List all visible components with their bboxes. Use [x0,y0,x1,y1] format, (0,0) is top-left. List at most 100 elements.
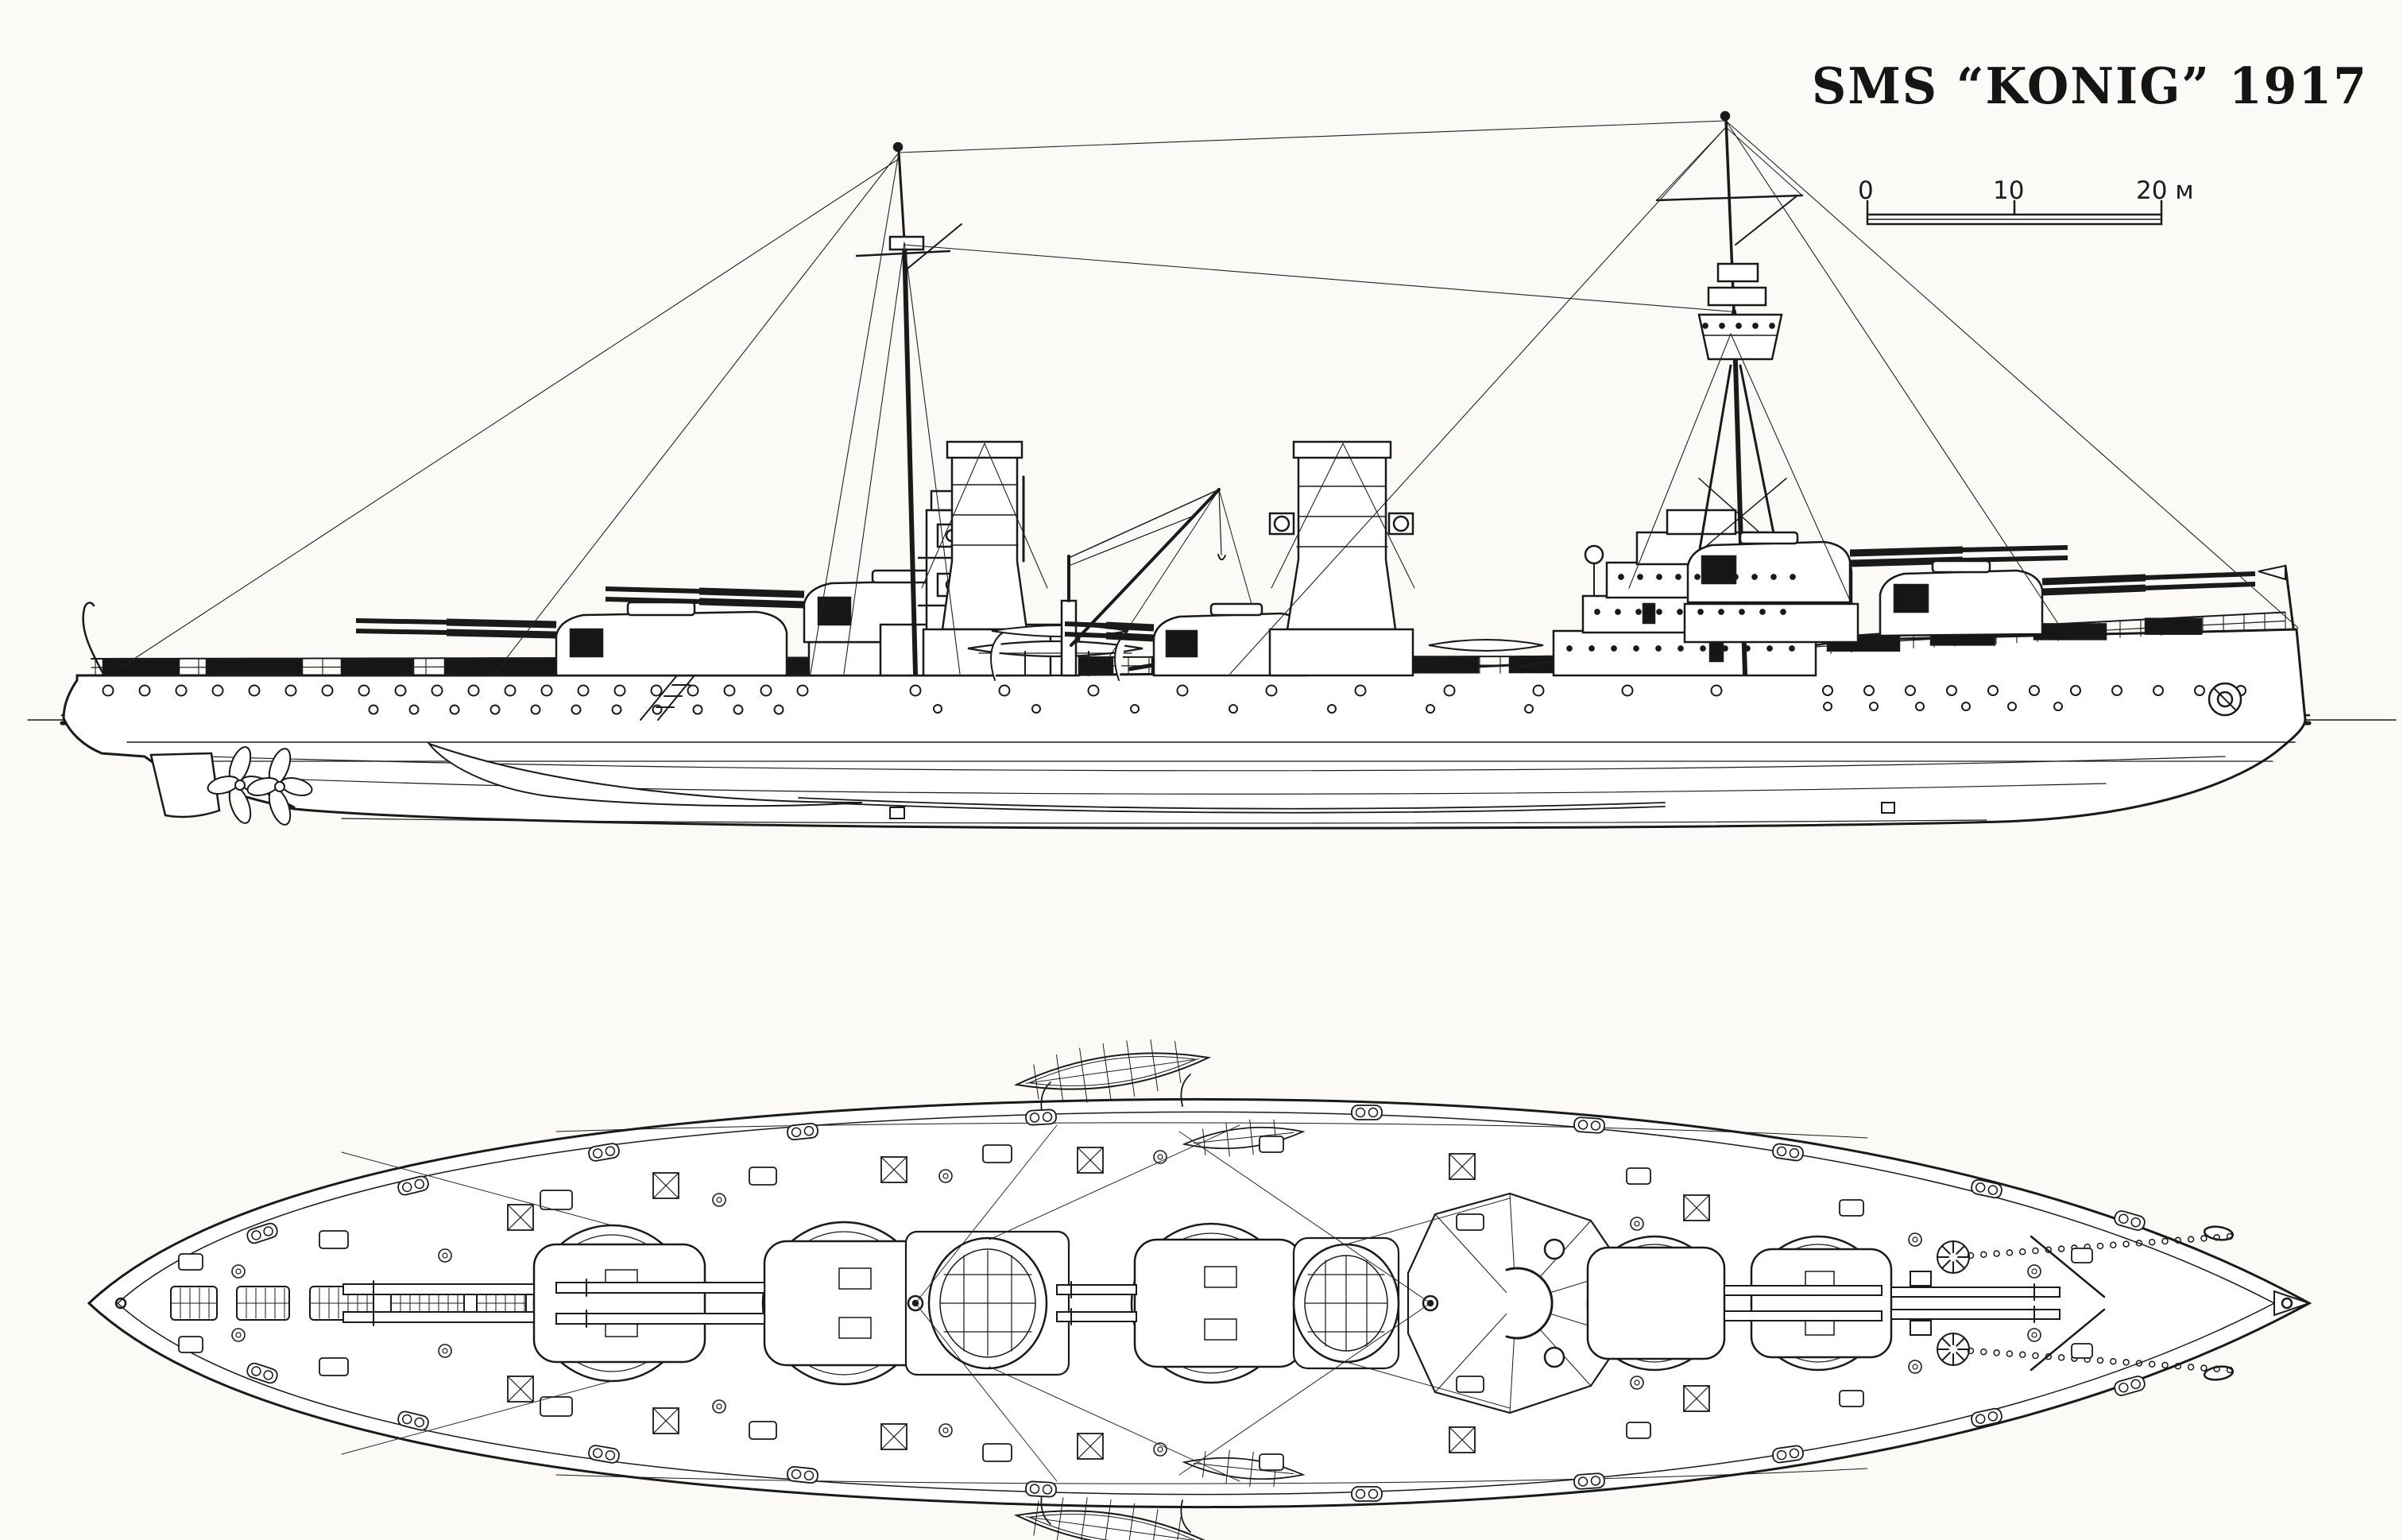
deck-hatch [749,1167,777,1186]
ladder-rail [657,675,695,721]
anchor-chain-link [1967,1252,1975,1259]
scale-label-20: 20 м [2136,176,2194,205]
bollard-pair [397,1175,429,1196]
plan-waterway-line [555,1122,1868,1139]
searchlight [1273,515,1290,532]
bollard-base [1971,1407,2002,1428]
gun-barrel [446,629,557,639]
window-dot [1722,645,1728,652]
bollard [1975,1414,1986,1424]
bollard-pair [1573,1472,1605,1490]
scale-label-10: 10 [1993,176,2025,205]
turret-a-forward [1879,559,2256,637]
anchor-chain-link [1993,1349,2000,1356]
gun-barrel [698,598,805,609]
bollard-base [1351,1105,1383,1120]
gun-barrel [1849,546,1964,557]
boat-crane [1060,488,1272,677]
bollard [592,1448,603,1458]
window-dot [1633,645,1639,652]
bollard [605,1146,616,1156]
mushroom-vent [2031,1332,2037,1338]
aft-funnel-body [941,455,1028,631]
hull-seam-lower [238,776,2107,795]
gun-barrel [698,587,805,598]
deck-hatch [319,1230,349,1249]
anchor-ring [2216,691,2234,708]
rigging-stay [904,244,1732,312]
forward-gun-barrels-plan [1724,1283,2061,1323]
anchor-chain-link [1980,1251,1987,1259]
window-dot [1780,609,1786,615]
fore-funnel-base-house [1268,628,1414,677]
turret-a-rangefinder [1931,559,1991,574]
bollard-pair [588,1445,620,1464]
bollard [1355,1107,1366,1118]
window-dot [1739,609,1745,615]
gun-barrel-plan [1056,1284,1137,1295]
gun-barrel-plan [1724,1285,1883,1296]
turret-q-sight-port [1165,629,1198,658]
hatch-x [652,1172,679,1199]
hatch-x [1077,1147,1104,1174]
anchor-chain-link [2110,1357,2117,1365]
turret-b-superfiring-forward [1683,531,2068,644]
turret-q-plan [1056,1222,1303,1384]
window-dot [1594,609,1600,615]
window-dot [1770,574,1777,580]
anchor-chain-link [2006,1350,2014,1357]
fore-funnel-cap [1292,440,1392,459]
hull-inlet-grille [1881,802,1895,814]
roof-hatch [1204,1318,1237,1341]
underwater-hull-lines [126,741,2296,824]
window-dot [1611,645,1617,652]
window-dot [1618,574,1624,580]
hatch-x [507,1376,534,1403]
anchor-chain-link [2096,1242,2104,1250]
anchor-chain-link [2096,1356,2104,1364]
anchor-chain-link [2018,1248,2026,1256]
anchor-capstan [1937,1333,1970,1366]
turret-y-guns [605,586,805,609]
breakwater [2030,1235,2106,1372]
foremast-yard [1655,194,1804,202]
crane-hook [1217,554,1226,561]
anchor-chain-link [2135,1360,2143,1367]
mast-finial-ball [1720,110,1731,122]
anchor-chain-link [2200,1364,2208,1372]
bollard-base [246,1222,278,1244]
deck-hatch [319,1357,349,1376]
anchor-chain-link [2187,1236,2195,1243]
rigging-stay [984,443,1048,589]
boat-keel [1193,1462,1294,1475]
jackstaff [2284,564,2295,629]
ships-boat-plan-small [1182,1449,1306,1488]
bollard [1987,1411,1999,1422]
deck-hatch [1839,1390,1864,1407]
bollard [1776,1449,1787,1461]
mushroom-vent [235,1268,242,1275]
searchlight-plan [1543,1238,1565,1260]
anchor-chain-link [2018,1351,2026,1359]
mushroom-vent [712,1193,726,1207]
anchor-chain-link [2032,1247,2039,1255]
window-dot [1752,323,1759,329]
bollard [1776,1146,1787,1157]
window-dot [1732,574,1739,580]
anchor-chain-link [2213,1233,2220,1241]
bow-jackstaff-socket [2281,1297,2293,1310]
fore-funnel [1268,440,1414,677]
turret-x-body [555,610,788,677]
bollard [414,1417,425,1428]
stern-curl-davit [82,602,105,675]
window-dot [1656,609,1662,615]
crane-jib [1070,488,1221,647]
anchor-chain-link [2226,1232,2234,1240]
deck-hatch [1259,1453,1284,1471]
turret-a-plan [1750,1235,1893,1372]
rigging-stay [904,242,961,675]
side-elevation-view [27,110,2397,830]
crane-pedestal [1060,599,1078,677]
boat-inner [1027,1513,1198,1540]
chain-locker-pipe [1910,1271,1932,1287]
